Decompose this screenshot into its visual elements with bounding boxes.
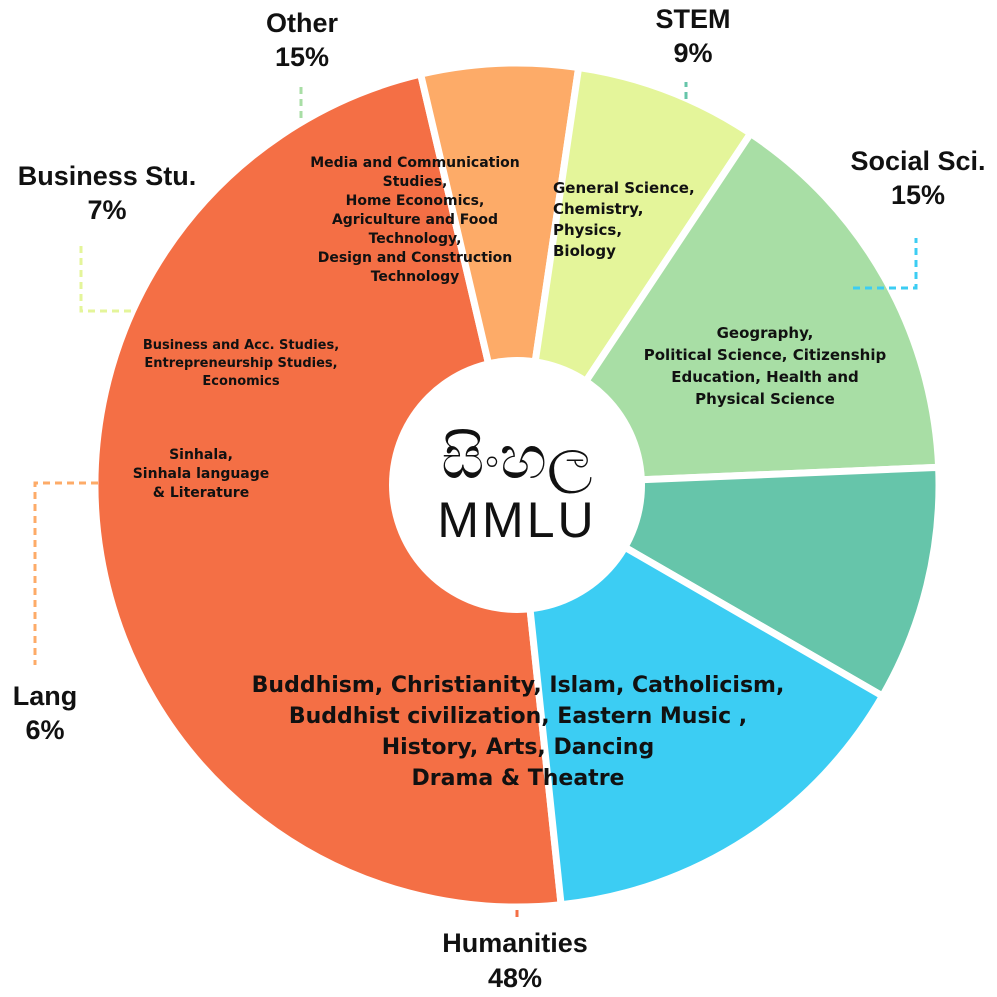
slice-content-line: Technology, bbox=[369, 231, 462, 247]
slice-content-line: Drama & Theatre bbox=[412, 766, 625, 791]
slice-content-label: Buddhism, Christianity, Islam, Catholici… bbox=[252, 673, 785, 791]
category-percent-label: 9% bbox=[673, 38, 712, 68]
category-name-label: Lang bbox=[13, 681, 78, 711]
slice-content-line: Sinhala language bbox=[133, 466, 270, 482]
slice-content-line: Economics bbox=[202, 374, 279, 389]
category-percent-label: 15% bbox=[891, 180, 945, 210]
slice-content-label: Sinhala, Sinhala language & Literature bbox=[133, 447, 270, 501]
slice-content-line: Education, Health and bbox=[671, 368, 859, 386]
slice-content-line: Entrepreneurship Studies, bbox=[144, 356, 337, 371]
category-name-label: Other bbox=[266, 8, 339, 38]
category-name-label: Humanities bbox=[442, 928, 588, 958]
category-percent-label: 15% bbox=[275, 42, 329, 72]
category-percent-label: 6% bbox=[25, 715, 64, 745]
slice-content-line: Design and Construction bbox=[318, 250, 513, 266]
slice-category-labels: Humanities 48% Lang 6% Business Stu. 7% Other 1… bbox=[13, 4, 986, 993]
slice-content-line: General Science, bbox=[553, 179, 695, 197]
leader-line bbox=[79, 243, 131, 313]
slice-content-line: & Literature bbox=[153, 485, 249, 501]
category-name-label: STEM bbox=[655, 4, 730, 34]
center-title-sinhala: සිංහල bbox=[441, 423, 592, 494]
slice-content-line: Business and Acc. Studies, bbox=[143, 338, 339, 353]
slice-content-line: History, Arts, Dancing bbox=[382, 735, 654, 760]
slice-content-line: Geography, bbox=[717, 324, 814, 342]
category-percent-label: 7% bbox=[87, 195, 126, 225]
slice-content-label: Business and Acc. Studies, Entrepreneursh… bbox=[143, 338, 339, 389]
slice-content-line: Technology bbox=[371, 269, 460, 285]
category-name-label: Social Sci. bbox=[850, 146, 985, 176]
donut-slices bbox=[91, 59, 943, 911]
slice-content-line: Political Science, Citizenship bbox=[644, 346, 887, 364]
slice-content-label: Geography, Political Science, Citizenship… bbox=[644, 324, 887, 408]
leader-lines bbox=[33, 82, 918, 922]
slice-content-labels: Buddhism, Christianity, Islam, Catholici… bbox=[133, 155, 887, 791]
slice-content-line: Buddhist civilization, Eastern Music , bbox=[289, 704, 747, 729]
slice-content-line: Chemistry, bbox=[553, 200, 643, 218]
slice-content-line: Home Economics, bbox=[346, 193, 485, 209]
slice-content-line: Physics, bbox=[553, 221, 622, 239]
slice-content-line: Agriculture and Food bbox=[332, 212, 498, 228]
leader-line bbox=[33, 481, 98, 665]
center-title-mmlu: MMLU bbox=[437, 492, 596, 548]
slice-content-label: General Science, Chemistry, Physics, Biolog… bbox=[553, 179, 695, 260]
slice-content-line: Physical Science bbox=[695, 390, 835, 408]
slice-content-line: Buddhism, Christianity, Islam, Catholici… bbox=[252, 673, 785, 698]
slice-content-line: Studies, bbox=[383, 174, 448, 190]
slice-content-line: Biology bbox=[553, 242, 616, 260]
category-name-label: Business Stu. bbox=[18, 161, 197, 191]
category-percent-label: 48% bbox=[488, 963, 542, 993]
slice-content-line: Media and Communication bbox=[310, 155, 520, 171]
slice-content-line: Sinhala, bbox=[169, 447, 233, 463]
center-hole bbox=[389, 357, 645, 613]
leader-line bbox=[853, 238, 918, 290]
